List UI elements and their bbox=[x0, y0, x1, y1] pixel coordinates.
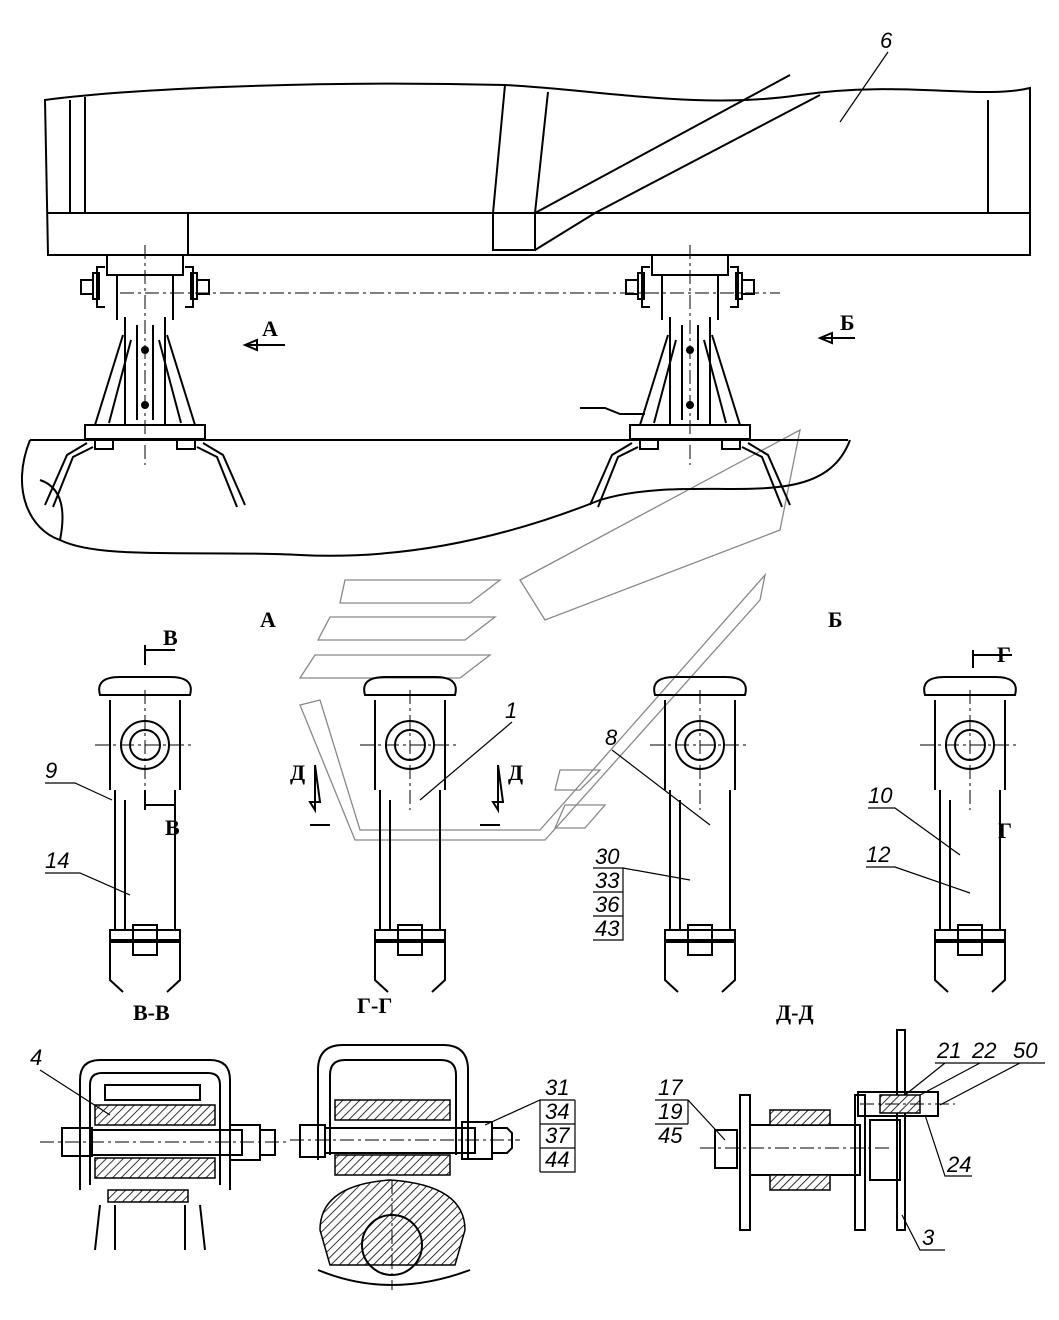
label-part-17: 17 bbox=[658, 1075, 683, 1100]
label-stack-30-33-36-43: 30 33 36 43 bbox=[593, 844, 691, 941]
frame-side-view bbox=[21, 74, 1031, 557]
label-part-3: 3 bbox=[922, 1225, 935, 1250]
label-part-24: 24 bbox=[946, 1152, 971, 1177]
label-part-21: 21 bbox=[936, 1038, 961, 1063]
label-part-36: 36 bbox=[595, 892, 620, 917]
label-part-10: 10 bbox=[868, 783, 893, 808]
label-part-33: 33 bbox=[595, 868, 620, 893]
cut-g-top: Г bbox=[997, 642, 1011, 667]
label-part-14: 14 bbox=[45, 848, 69, 873]
label-part-6: 6 bbox=[880, 28, 893, 53]
cut-d-left: Д bbox=[290, 760, 305, 785]
watermark-logo bbox=[298, 428, 801, 841]
cut-g-bottom: Г bbox=[998, 818, 1012, 843]
label-part-19: 19 bbox=[658, 1099, 682, 1124]
view-arrow-b-label: Б bbox=[840, 310, 855, 335]
section-gg bbox=[290, 1044, 520, 1290]
section-title-vv: В-В bbox=[133, 1000, 170, 1025]
cut-v-bottom: В bbox=[165, 815, 180, 840]
label-part-31: 31 bbox=[545, 1075, 569, 1100]
label-part-1: 1 bbox=[505, 698, 517, 723]
section-dd bbox=[700, 1029, 955, 1231]
label-part-34: 34 bbox=[545, 1099, 569, 1124]
label-part-44: 44 bbox=[545, 1147, 569, 1172]
view-arrow-a-label: А bbox=[262, 316, 278, 341]
label-stack-17-19-45: 17 19 45 bbox=[655, 1075, 726, 1148]
cut-v-top: В bbox=[163, 625, 178, 650]
view-title-a: А bbox=[260, 607, 276, 632]
section-title-gg: Г-Г bbox=[357, 993, 392, 1018]
label-part-43: 43 bbox=[595, 916, 620, 941]
label-part-37: 37 bbox=[545, 1123, 570, 1148]
section-title-dd: Д-Д bbox=[776, 1000, 814, 1025]
label-part-50: 50 bbox=[1013, 1038, 1038, 1063]
label-stack-31-34-37-44: 31 34 37 44 bbox=[484, 1075, 576, 1173]
label-part-30: 30 bbox=[595, 844, 620, 869]
label-part-22: 22 bbox=[971, 1038, 996, 1063]
section-vv bbox=[40, 1059, 290, 1251]
cut-d-right: Д bbox=[508, 760, 523, 785]
label-part-8: 8 bbox=[605, 725, 618, 750]
label-part-4: 4 bbox=[30, 1045, 42, 1070]
label-part-9: 9 bbox=[45, 758, 57, 783]
label-part-45: 45 bbox=[658, 1123, 683, 1148]
view-title-b: Б bbox=[828, 607, 843, 632]
label-part-12: 12 bbox=[866, 842, 890, 867]
